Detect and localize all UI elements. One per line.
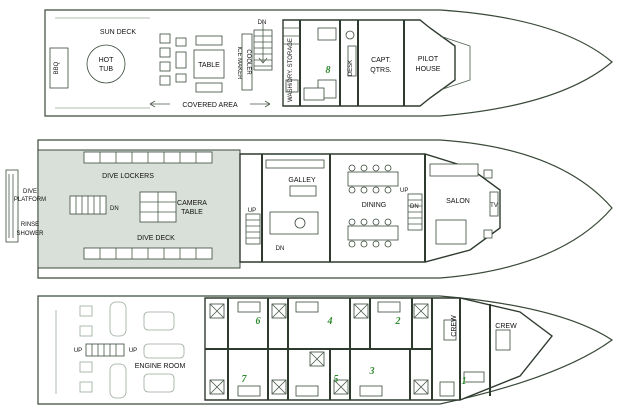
- dive-platform-label-1: DIVE: [23, 189, 37, 195]
- engine-room: [55, 301, 185, 399]
- heads: [209, 303, 429, 395]
- lower-up-label-1: UP: [74, 348, 82, 354]
- camera-table-label-1: CAMERA: [177, 200, 207, 207]
- dive-lockers-bottom: [83, 247, 213, 260]
- dive-platform-label-2: PLATFORM: [14, 197, 46, 203]
- sun-deck-label: SUN DECK: [100, 29, 137, 36]
- cabin-3-number: 3: [369, 366, 375, 377]
- table: [193, 49, 225, 79]
- pilot-house-label-1: PILOT: [418, 56, 439, 63]
- bbq-grill: [49, 47, 69, 89]
- cabin-7-number: 7: [242, 374, 248, 385]
- upper-deck: BBQ SUN DECK HOT TUB TABLE COVERED AREA …: [44, 9, 613, 117]
- main-up-salon-label: UP: [400, 188, 408, 194]
- covered-area-furniture: [159, 33, 225, 93]
- wash-storage-label: WASH/DRY. STORAGE: [288, 38, 294, 102]
- lower-up-label-2: UP: [129, 348, 137, 354]
- upper-dn-label: DN: [258, 20, 267, 26]
- bbq-label: BBQ: [54, 61, 60, 74]
- rinse-shower-label-2: SHOWER: [17, 231, 45, 237]
- cooler: [241, 33, 253, 91]
- capt-qtrs-label-1: CAPT.: [371, 57, 391, 64]
- salon-label: SALON: [446, 198, 470, 205]
- dive-deck-label: DIVE DECK: [137, 235, 175, 242]
- main-stairs-aft: [69, 195, 107, 215]
- hot-tub-label-2: TUB: [99, 66, 113, 73]
- cabin-4-number: 4: [327, 316, 333, 327]
- main-dn-salon-label: DN: [410, 204, 419, 210]
- cooler-label: COOLER: [245, 49, 251, 75]
- main-deck: DIVE PLATFORM RINSE SHOWER DIVE LOCKERS …: [5, 139, 613, 279]
- cabin-2-number: 2: [395, 316, 401, 327]
- camera-table-label-2: TABLE: [181, 209, 203, 216]
- crew-label-2: CREW: [495, 323, 517, 330]
- desk-label: DESK: [348, 60, 354, 76]
- main-up-galley-label: UP: [248, 208, 256, 214]
- main-deckhouse: [239, 153, 501, 263]
- dive-lockers-label: DIVE LOCKERS: [102, 173, 154, 180]
- cabin-6-number: 6: [256, 316, 261, 327]
- tv-label: TV: [490, 203, 498, 209]
- main-dn-galley-label: DN: [276, 246, 285, 252]
- crew-label-1: CREW: [451, 315, 458, 337]
- hot-tub-label-1: HOT: [99, 57, 115, 64]
- main-dn-aft-label: DN: [110, 206, 119, 212]
- cabin-5-number: 5: [334, 374, 339, 385]
- cabin-berths: [237, 301, 511, 397]
- engine-room-label: ENGINE ROOM: [135, 363, 186, 370]
- covered-area-label: COVERED AREA: [182, 102, 238, 109]
- hot-tub: [86, 44, 126, 84]
- ice-maker-label: ICE MAKER: [236, 46, 242, 80]
- cabin-8-number: 8: [326, 65, 331, 76]
- lower-deck: UP UP ENGINE ROOM: [37, 295, 614, 405]
- table-label: TABLE: [198, 62, 220, 69]
- galley-label: GALLEY: [288, 177, 316, 184]
- capt-qtrs-label-2: QTRS.: [370, 67, 391, 74]
- dining-label: DINING: [362, 202, 387, 209]
- dive-lockers-top: [83, 151, 213, 164]
- cabin-1-number: 1: [462, 376, 467, 387]
- pilot-house-label-2: HOUSE: [416, 66, 441, 73]
- upper-stairs: [253, 22, 273, 71]
- dining-tables: [347, 164, 399, 248]
- rinse-shower-label-1: RINSE: [21, 222, 39, 228]
